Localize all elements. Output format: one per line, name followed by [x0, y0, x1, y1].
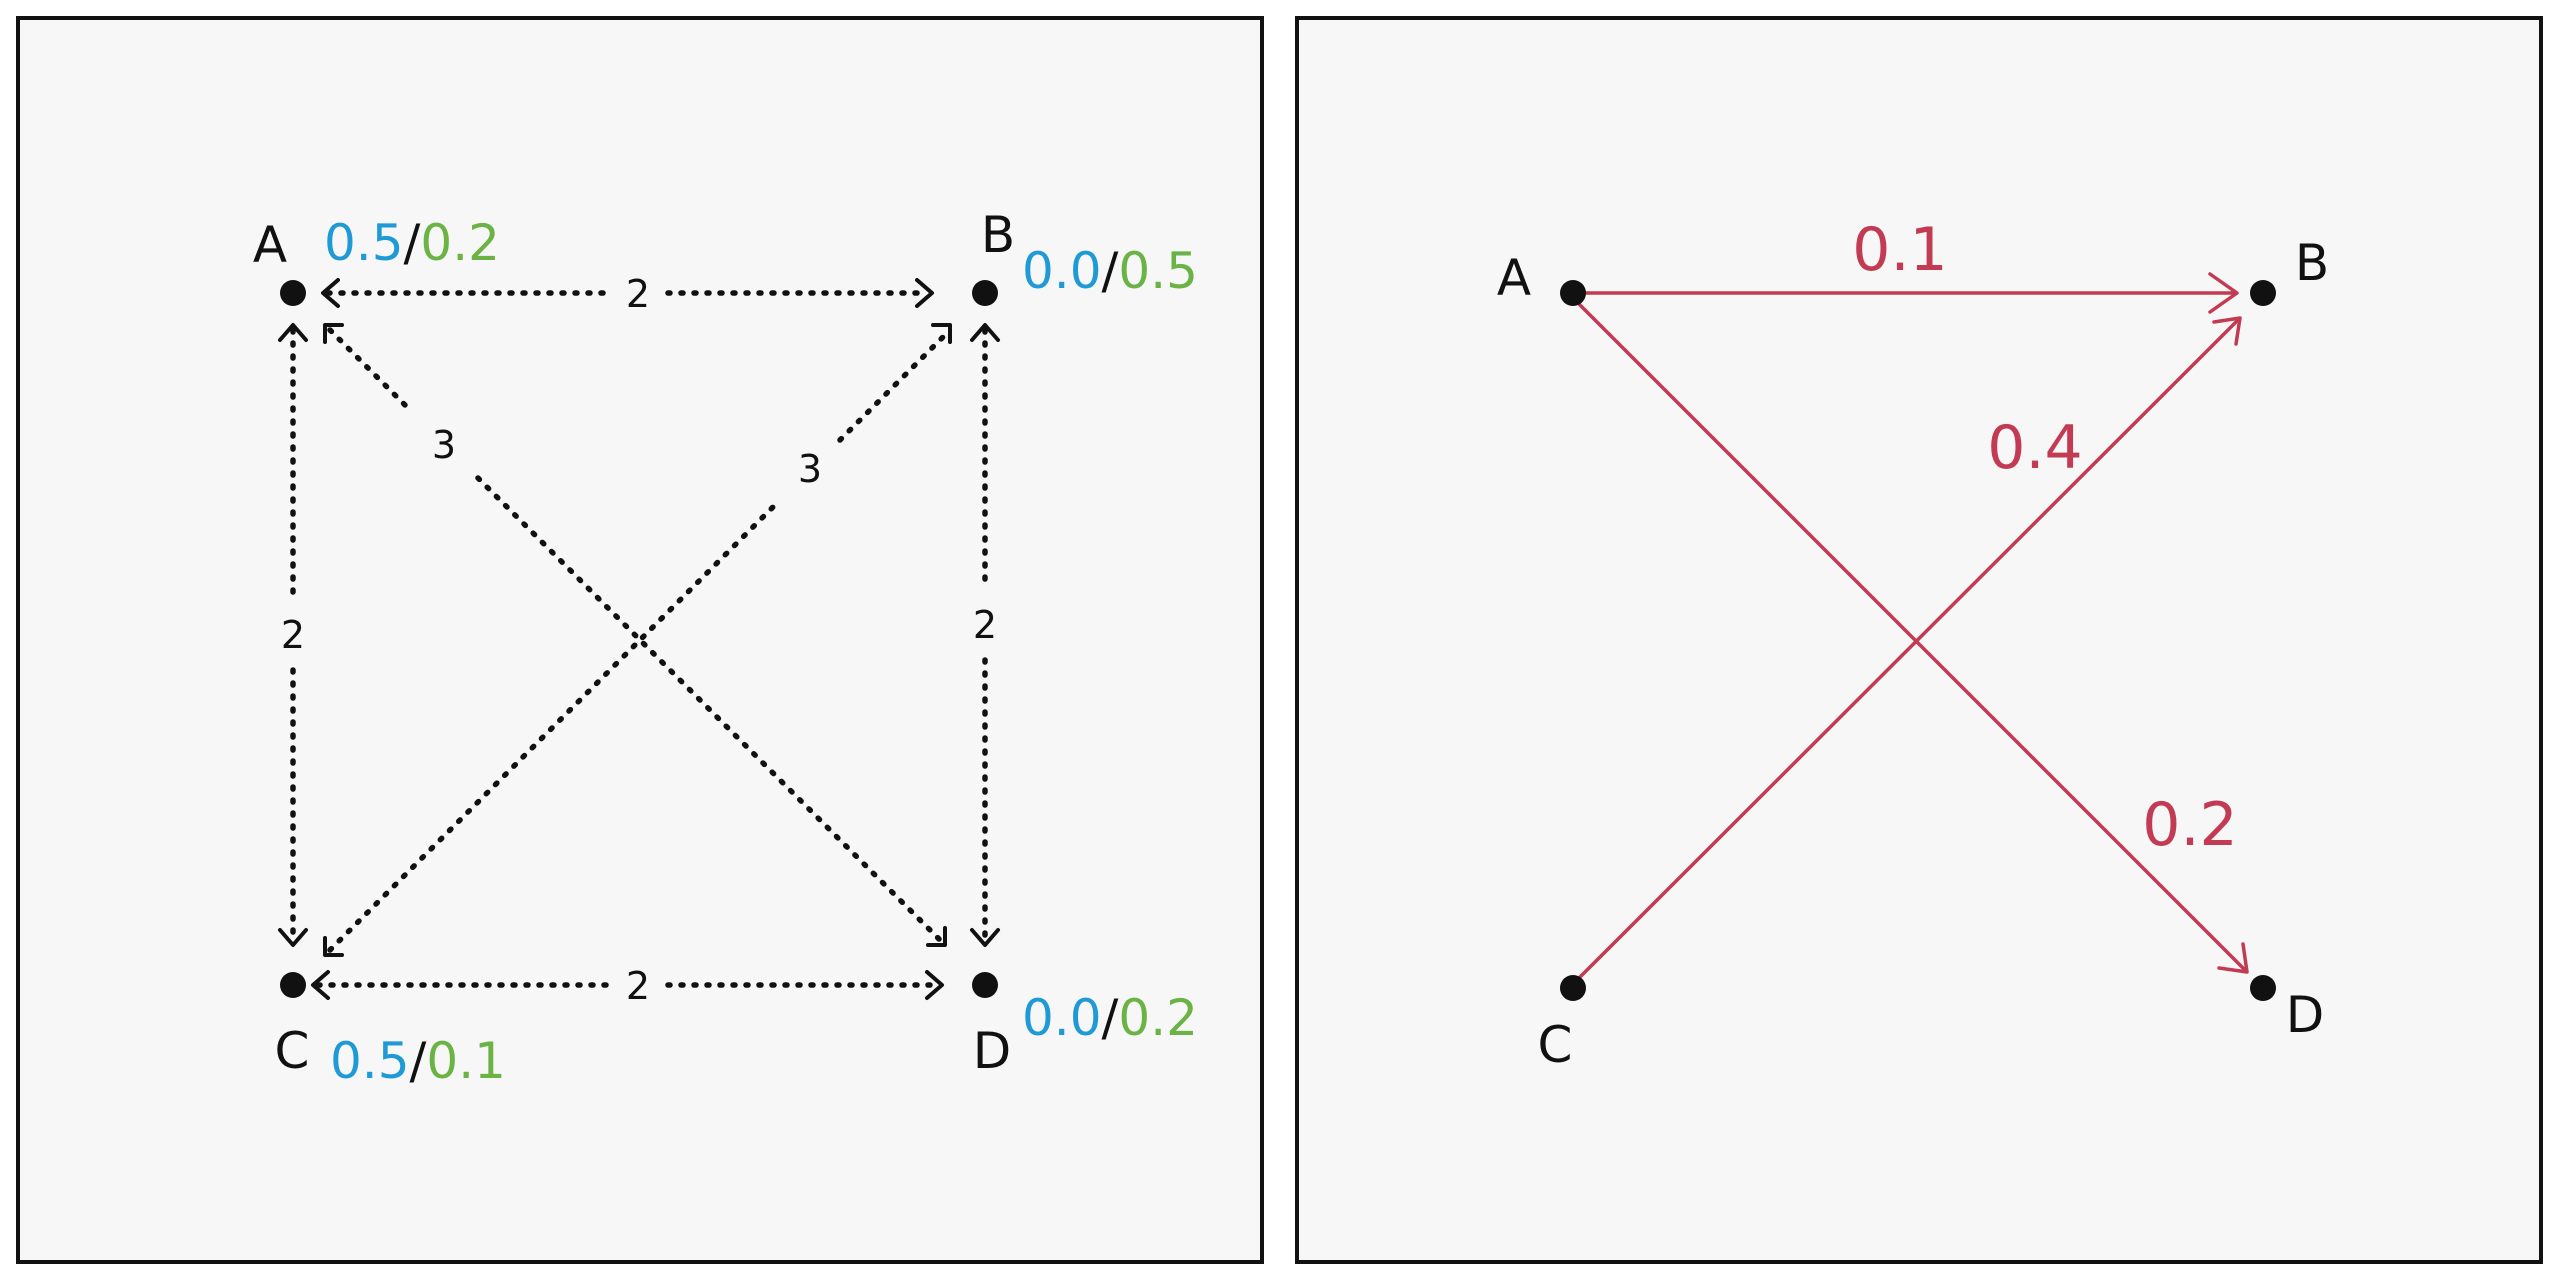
arrowhead [278, 928, 308, 947]
arrowhead [278, 323, 308, 342]
arrowhead [323, 323, 344, 344]
node-b-separator: / [1102, 242, 1119, 300]
node-c-separator: / [410, 1032, 427, 1090]
edge-a-d [327, 327, 413, 413]
flow-node-label-a: A [1497, 249, 1531, 307]
cost-label-a-b: 2 [626, 272, 650, 316]
arrowhead [915, 278, 934, 308]
node-c-demand: 0.1 [426, 1032, 506, 1090]
node-d-values: 0.0/0.2 [1022, 989, 1198, 1047]
left-nodes: A B C D [253, 206, 1015, 1080]
arrowhead [926, 926, 947, 947]
arrowhead [925, 970, 944, 1000]
edge-c-b [837, 332, 948, 443]
flow-node-c [1560, 975, 1586, 1001]
node-d-supply: 0.0 [1022, 989, 1102, 1047]
flow-edge-c-b [1573, 318, 2240, 984]
flow-node-d [2250, 975, 2276, 1001]
left-cost-labels: 2 2 2 2 3 3 [281, 272, 997, 1008]
node-b [972, 280, 998, 306]
arrowhead [970, 928, 1000, 947]
edge-a-d [475, 475, 943, 943]
node-a [280, 280, 306, 306]
node-b-supply: 0.0 [1022, 242, 1102, 300]
cost-label-b-d: 2 [973, 603, 997, 647]
flow-label-c-b: 0.4 [1987, 413, 2082, 483]
node-a-demand: 0.2 [420, 214, 500, 272]
node-d-demand: 0.2 [1118, 989, 1198, 1047]
arrowhead [970, 323, 1000, 342]
node-a-separator: / [404, 214, 421, 272]
node-label-a: A [253, 216, 287, 274]
cost-label-c-b: 3 [798, 447, 822, 491]
arrowhead [311, 970, 330, 1000]
arrowhead [2212, 316, 2242, 346]
node-c-values: 0.5/0.1 [330, 1032, 506, 1090]
flow-node-label-b: B [2295, 234, 2329, 292]
flow-label-a-b: 0.1 [1852, 215, 1947, 285]
cost-label-a-d: 3 [432, 423, 456, 467]
node-label-d: D [973, 1022, 1012, 1080]
flow-node-label-c: C [1538, 1016, 1573, 1074]
cost-label-a-c: 2 [281, 613, 305, 657]
arrowhead [2208, 272, 2239, 314]
cost-label-c-d: 2 [626, 964, 650, 1008]
left-arrowheads [278, 278, 1000, 1000]
node-b-values: 0.0/0.5 [1022, 242, 1198, 300]
node-label-c: C [275, 1022, 310, 1080]
node-a-values: 0.5/0.2 [324, 214, 500, 272]
left-edges [290, 290, 988, 988]
flow-node-label-d: D [2286, 986, 2325, 1044]
flow-node-a [1560, 280, 1586, 306]
arrowhead [323, 936, 344, 957]
right-flow-edges [1571, 272, 2249, 984]
arrowhead [2217, 942, 2249, 974]
arrowhead [931, 323, 952, 344]
node-a-supply: 0.5 [324, 214, 404, 272]
node-d-separator: / [1102, 989, 1119, 1047]
right-nodes: A B C D [1497, 234, 2329, 1074]
node-b-demand: 0.5 [1118, 242, 1198, 300]
node-c [280, 972, 306, 998]
edge-c-b [327, 497, 783, 953]
node-c-supply: 0.5 [330, 1032, 410, 1090]
flow-node-b [2250, 280, 2276, 306]
node-d [972, 972, 998, 998]
node-label-b: B [981, 206, 1015, 264]
right-flow-labels: 0.1 0.4 0.2 [1852, 215, 2237, 860]
arrowhead [321, 278, 340, 308]
flow-edge-a-d [1571, 296, 2247, 972]
left-node-values: 0.5/0.2 0.0/0.5 0.5/0.1 0.0/0.2 [324, 214, 1198, 1090]
flow-label-a-d: 0.2 [2142, 790, 2237, 860]
left-panel-frame [16, 16, 1264, 1264]
